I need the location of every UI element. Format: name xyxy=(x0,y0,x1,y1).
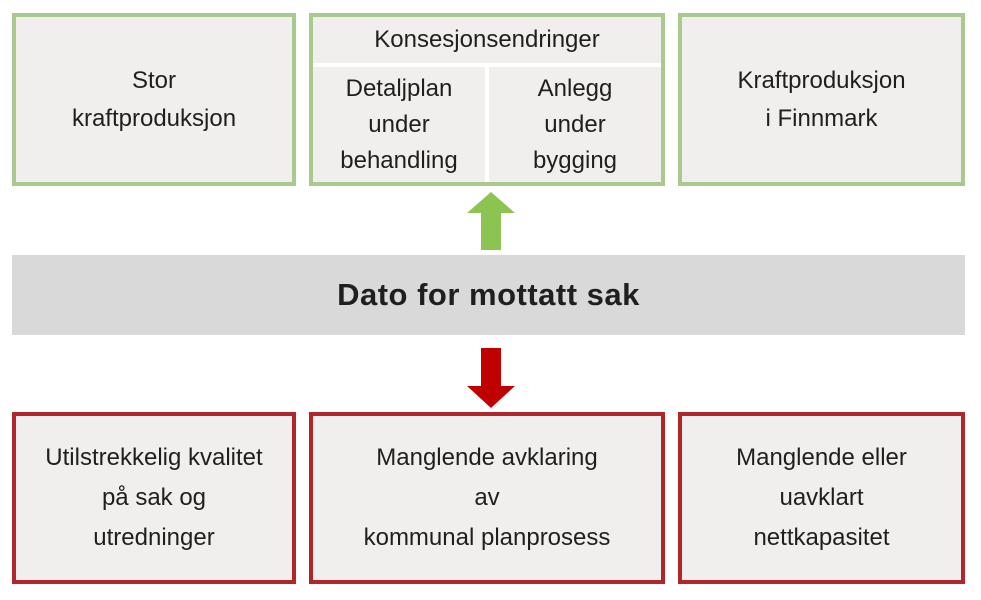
box-utilstrekkelig-kvalitet: Utilstrekkelig kvalitet på sak og utredn… xyxy=(12,412,296,584)
box-label: Kraftproduksjon i Finnmark xyxy=(737,66,906,132)
box-konsesjonsendringer: Konsesjonsendringer Detaljplan under beh… xyxy=(309,13,665,186)
band-title: Dato for mottatt sak xyxy=(337,277,640,312)
bottom-row: Utilstrekkelig kvalitet på sak og utredn… xyxy=(0,412,981,584)
box-label: Utilstrekkelig kvalitet på sak og utredn… xyxy=(45,444,263,551)
cell-detaljplan-under-behandling: Detaljplan under behandling xyxy=(313,67,485,182)
cell-anlegg-under-bygging: Anlegg under bygging xyxy=(489,67,661,182)
box-header-label: Konsesjonsendringer xyxy=(374,26,600,53)
box-header: Konsesjonsendringer xyxy=(313,17,661,63)
green-up-arrow-icon xyxy=(466,192,515,250)
box-manglende-nettkapasitet: Manglende eller uavklart nettkapasitet xyxy=(678,412,965,584)
box-manglende-avklaring: Manglende avklaring av kommunal planpros… xyxy=(309,412,665,584)
box-kraftproduksjon-i-finnmark: Kraftproduksjon i Finnmark xyxy=(678,13,965,186)
box-label: Manglende avklaring av kommunal planpros… xyxy=(363,444,611,551)
box-label: Stor kraftproduksjon xyxy=(71,66,237,132)
up-arrow-container xyxy=(0,192,981,250)
down-arrow-container xyxy=(0,348,981,408)
cell-label: Anlegg under bygging xyxy=(532,74,618,174)
top-row: Stor kraftproduksjon Konsesjonsendringer… xyxy=(0,0,981,186)
box-label: Manglende eller uavklart nettkapasitet xyxy=(736,444,907,551)
date-received-band: Dato for mottatt sak xyxy=(12,255,965,335)
red-down-arrow-icon xyxy=(466,348,515,408)
box-sub-cells: Detaljplan under behandling Anlegg under… xyxy=(313,67,661,182)
box-stor-kraftproduksjon: Stor kraftproduksjon xyxy=(12,13,296,186)
cell-label: Detaljplan under behandling xyxy=(340,74,458,174)
